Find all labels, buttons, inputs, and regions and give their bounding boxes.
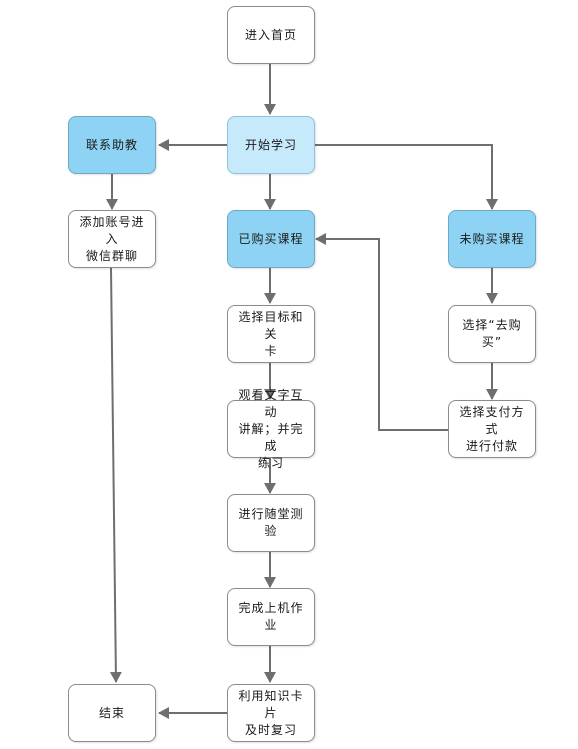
edge-payment-to-purchased	[315, 233, 448, 431]
node-end: 结束	[68, 684, 156, 742]
node-choose-buy: 选择“去购 买”	[448, 305, 536, 363]
edge-start-to-not-purchased	[314, 144, 498, 210]
edge-add-to-end	[109, 267, 122, 683]
node-quiz: 进行随堂测验	[227, 494, 315, 552]
node-start-learning: 开始学习	[227, 116, 315, 174]
node-add-account: 添加账号进入 微信群聊	[68, 210, 156, 268]
node-review-cards: 利用知识卡片 及时复习	[227, 684, 315, 742]
node-enter-home: 进入首页	[227, 6, 315, 64]
node-choose-payment: 选择支付方式 进行付款	[448, 400, 536, 458]
node-watch-lecture: 观看文字互动 讲解；并完成 练习	[227, 388, 315, 470]
node-contact-help: 联系助教	[68, 116, 156, 174]
node-purchased-course: 已购买课程	[227, 210, 315, 268]
node-choose-target: 选择目标和关 卡	[227, 305, 315, 363]
node-homework: 完成上机作业	[227, 588, 315, 646]
node-not-purchased-course: 未购买课程	[448, 210, 536, 268]
